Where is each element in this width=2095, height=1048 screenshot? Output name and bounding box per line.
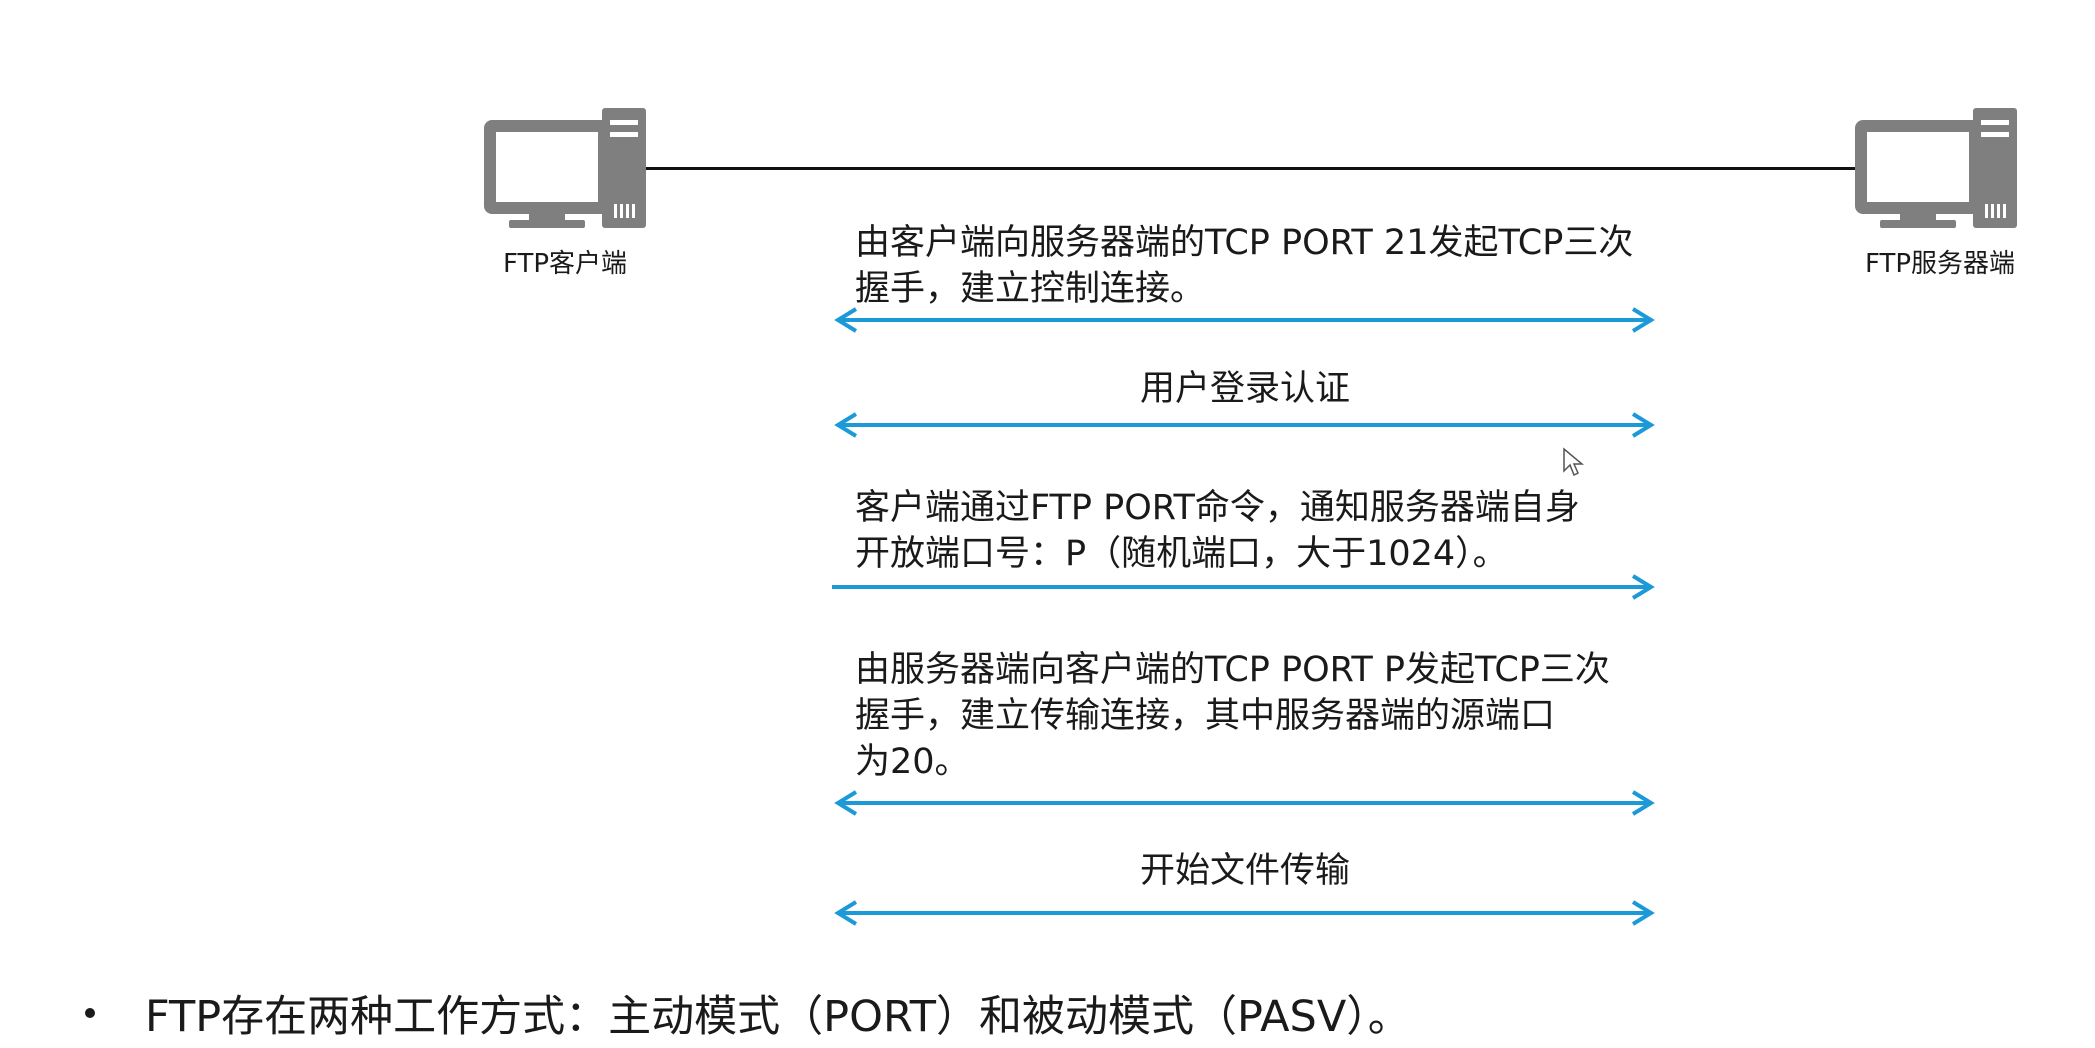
network-link-line <box>645 167 1865 170</box>
step-1-bidirectional-arrow <box>832 305 1657 335</box>
step-4-text: 由服务器端向客户端的TCP PORT P发起TCP三次 握手，建立传输连接，其中… <box>855 650 1610 782</box>
server-label: FTP服务器端 <box>1864 249 2016 279</box>
step-1-text: 由客户端向服务器端的TCP PORT 21发起TCP三次 握手，建立控制连接。 <box>855 223 1634 309</box>
step-2-text: 用户登录认证 <box>1139 369 1350 409</box>
bullet-text: FTP存在两种工作方式：主动模式（PORT）和被动模式（PASV）。 <box>145 992 1411 1042</box>
desktop-computer-icon <box>1855 108 2017 228</box>
client-computer-icon <box>484 108 649 228</box>
server-computer-icon <box>1855 108 2020 228</box>
step-4-bidirectional-arrow <box>832 788 1657 818</box>
step-2-bidirectional-arrow <box>832 410 1657 440</box>
desktop-computer-icon <box>484 108 646 228</box>
step-5-bidirectional-arrow <box>832 898 1657 928</box>
bullet-dot-icon <box>85 1008 95 1018</box>
bullet-item: FTP存在两种工作方式：主动模式（PORT）和被动模式（PASV）。 <box>80 982 1411 1044</box>
step-3-right-arrow <box>832 572 1657 602</box>
client-label: FTP客户端 <box>502 249 628 279</box>
step-5-text: 开始文件传输 <box>1139 851 1350 891</box>
step-3-text: 客户端通过FTP PORT命令，通知服务器端自身 开放端口号：P（随机端口，大于… <box>855 488 1580 574</box>
mouse-cursor-icon <box>1562 447 1585 479</box>
